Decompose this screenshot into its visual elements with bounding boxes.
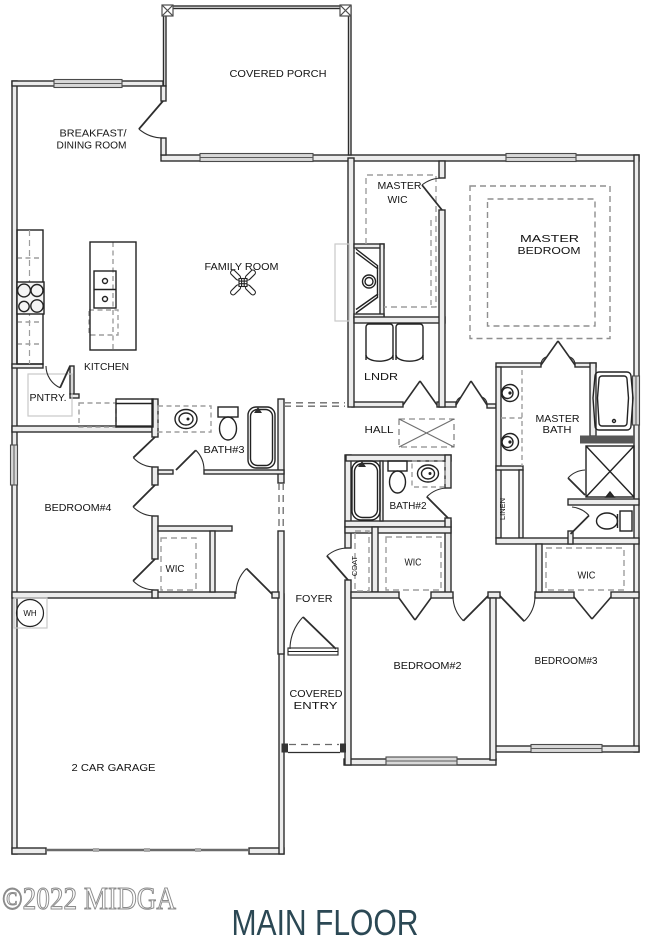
svg-text:FOYER: FOYER (296, 593, 333, 605)
svg-text:©2022 MIDGA: ©2022 MIDGA (2, 880, 176, 916)
svg-text:COVERED: COVERED (290, 688, 343, 700)
svg-text:PNTRY.: PNTRY. (30, 392, 67, 404)
svg-text:DINING ROOM: DINING ROOM (57, 140, 127, 152)
svg-text:MASTER: MASTER (536, 413, 580, 425)
svg-text:BEDROOM#3: BEDROOM#3 (535, 655, 598, 667)
svg-text:MASTER: MASTER (378, 180, 422, 192)
svg-text:BREAKFAST/: BREAKFAST/ (60, 128, 127, 140)
svg-text:BATH: BATH (543, 424, 572, 436)
svg-text:BATH#2: BATH#2 (390, 500, 427, 512)
svg-text:BEDROOM: BEDROOM (518, 245, 581, 257)
svg-text:ENTRY: ENTRY (294, 700, 338, 712)
svg-text:KITCHEN: KITCHEN (84, 361, 129, 373)
svg-text:WIC: WIC (166, 563, 185, 575)
svg-text:BEDROOM#2: BEDROOM#2 (394, 660, 462, 672)
svg-text:FAMILY ROOM: FAMILY ROOM (205, 261, 279, 273)
svg-text:COVERED PORCH: COVERED PORCH (230, 68, 327, 80)
svg-text:BATH#3: BATH#3 (204, 444, 245, 456)
svg-text:WIC: WIC (405, 557, 422, 569)
svg-text:HALL: HALL (365, 424, 394, 436)
svg-text:LINEN: LINEN (498, 498, 507, 520)
svg-text:WH: WH (23, 609, 37, 618)
svg-text:2 CAR GARAGE: 2 CAR GARAGE (72, 762, 156, 774)
svg-text:WIC: WIC (578, 570, 596, 582)
svg-text:WIC: WIC (388, 194, 408, 206)
svg-text:LNDR: LNDR (364, 371, 398, 383)
svg-text:MASTER: MASTER (520, 233, 580, 245)
svg-text:COAT: COAT (350, 555, 359, 576)
svg-text:MAIN FLOOR: MAIN FLOOR (232, 902, 419, 941)
svg-text:BEDROOM#4: BEDROOM#4 (45, 502, 112, 514)
